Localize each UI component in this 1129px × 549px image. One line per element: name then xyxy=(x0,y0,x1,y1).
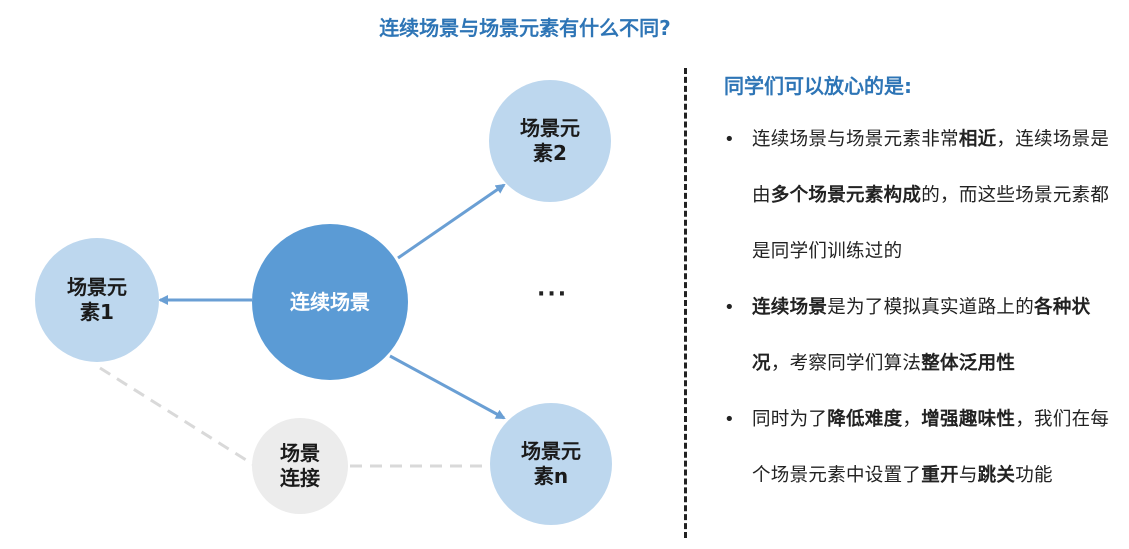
element2-node xyxy=(489,80,611,202)
bullet-3-text: 功能 xyxy=(1015,465,1053,486)
element2-label-line2: 素2 xyxy=(533,141,567,165)
bullet-3-text: 与 xyxy=(958,465,978,486)
element1-label: 场景元 素1 xyxy=(47,268,147,332)
bullet-item-3: • 同时为了降低难度，增强趣味性，我们在每个场景元素中设置了重开与跳关功能 xyxy=(724,392,1124,504)
bullet-3-bold: 增强趣味性 xyxy=(921,409,1016,430)
bullet-1-text: 的，而这些场景元素都是同学们训练过的 xyxy=(752,185,1110,262)
bullet-2-bold: 连续场景 xyxy=(752,297,828,318)
bullet-3-bold: 跳关 xyxy=(977,465,1016,486)
vertical-divider xyxy=(684,68,687,538)
element2-label: 场景元 素2 xyxy=(500,109,600,173)
dashed-link-element1-connector xyxy=(99,366,263,472)
bullet-1-text: ，连续场景是由 xyxy=(752,129,1110,206)
bullet-1-text: 连续场景与场景元素非常 xyxy=(752,129,959,150)
elementn-label: 场景元 素n xyxy=(501,432,601,496)
arrow-to-element2 xyxy=(397,183,506,260)
element2-label-line1: 场景元 xyxy=(520,116,580,140)
connector-label-line1: 场景 xyxy=(280,441,320,465)
center-node-label: 连续场景 xyxy=(252,282,408,322)
panel-heading: 同学们可以放心的是: xyxy=(724,74,912,98)
bullet-dot: • xyxy=(724,297,735,318)
scene-diagram xyxy=(35,80,612,525)
connector-label: 场景 连接 xyxy=(260,434,340,498)
connector-node xyxy=(252,418,348,514)
bullet-list: • 连续场景与场景元素非常相近，连续场景是由多个场景元素构成的，而这些场景元素都… xyxy=(724,112,1124,504)
bullet-item-2: • 连续场景是为了模拟真实道路上的各种状况，考察同学们算法整体泛用性 xyxy=(724,280,1124,392)
bullet-1-bold: 多个场景元素构成 xyxy=(770,185,922,206)
bullet-3-bold: 重开 xyxy=(921,465,959,486)
elementn-node xyxy=(490,403,612,525)
connector-label-line2: 连接 xyxy=(280,466,320,490)
slide-title: 连续场景与场景元素有什么不同? xyxy=(379,16,671,40)
bullet-3-text: 同时为了 xyxy=(752,409,828,430)
bullet-1-bold: 相近 xyxy=(958,129,997,150)
bullet-2-text: ，考察同学们算法 xyxy=(770,353,922,374)
center-node xyxy=(252,224,408,380)
bullet-3-text: ， xyxy=(902,409,922,430)
bullet-3-bold: 降低难度 xyxy=(827,409,903,430)
element1-node xyxy=(35,238,159,362)
element1-label-line2: 素1 xyxy=(80,300,114,324)
bullet-item-1: • 连续场景与场景元素非常相近，连续场景是由多个场景元素构成的，而这些场景元素都… xyxy=(724,112,1124,280)
elementn-label-line1: 场景元 xyxy=(521,439,581,463)
center-node-text: 连续场景 xyxy=(290,289,370,314)
bullet-3-text: ，我们在每个场景元素中设置了 xyxy=(752,409,1110,486)
arrow-to-elementn xyxy=(389,354,506,420)
more-elements-ellipsis: ··· xyxy=(537,282,569,307)
bullet-dot: • xyxy=(724,409,735,430)
bullet-dot: • xyxy=(724,129,735,150)
elementn-label-line2: 素n xyxy=(533,464,569,488)
bullet-2-text: 是为了模拟真实道路上的 xyxy=(827,297,1035,318)
bullet-2-bold: 各种状况 xyxy=(752,297,1091,374)
bullet-2-bold: 整体泛用性 xyxy=(921,353,1016,374)
element1-label-line1: 场景元 xyxy=(67,275,127,299)
